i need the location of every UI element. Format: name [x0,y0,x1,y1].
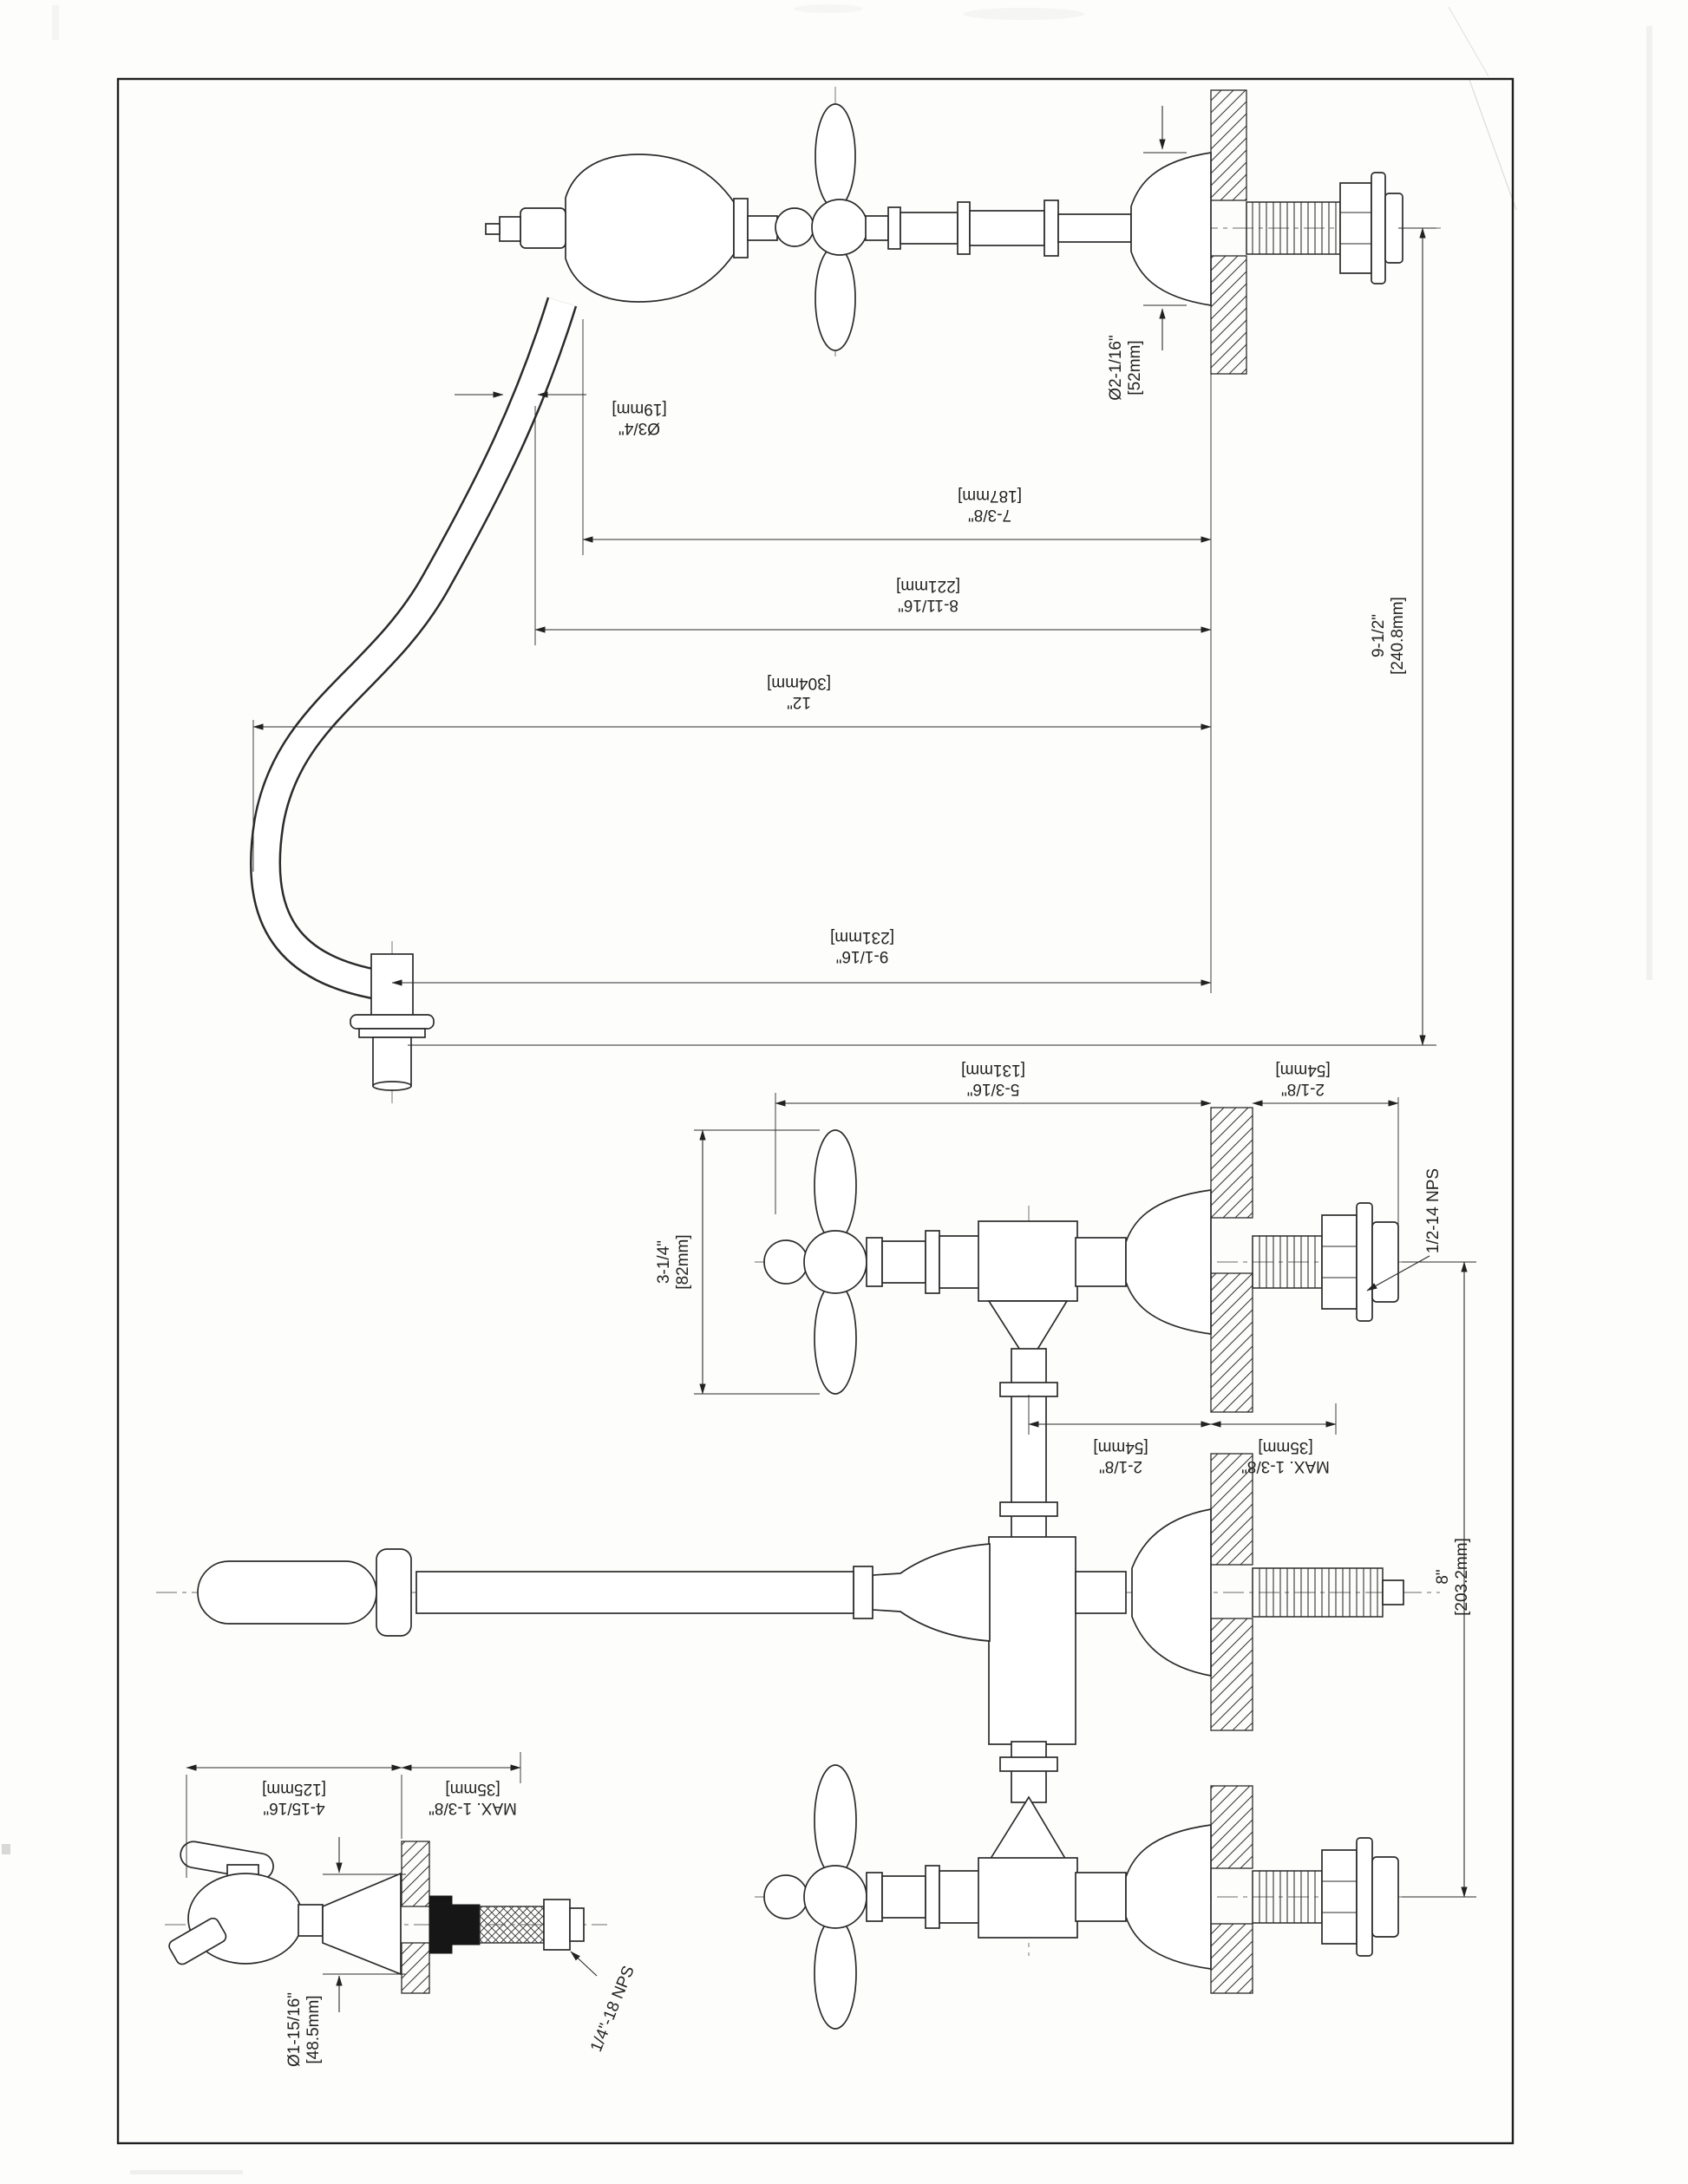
dim-spread: 8" [203.2mm] [1434,1261,1471,1898]
gooseneck-spout [250,297,578,1091]
cross-handle-side [775,103,868,351]
dim-handle-width-mm: [82mm] [674,1234,692,1289]
dim-flange-diameter-in: Ø2-1/16" [1107,335,1125,400]
dim-spray-length: 4-15/16" [125mm] [186,1764,402,1817]
dim-wall-to-outlet-mm: [231mm] [830,928,894,946]
dim-max-wall-plan: MAX. 1-3/8" [35mm] [1210,1421,1337,1475]
spray-hose [479,1906,545,1944]
dim-wall-to-bridge-in: 2-1/8" [1099,1457,1142,1475]
dim-spray-length-mm: [125mm] [262,1780,326,1798]
border-frame [116,77,1515,2145]
scan-artifacts [2,4,1652,2174]
dim-wall-to-handle-in: 5-3/16" [967,1080,1020,1098]
dim-wall-to-spout-mm: [187mm] [958,487,1022,505]
spray-nozzle [168,1917,227,1965]
valve-body-side [865,152,1212,306]
dim-flange-diameter: Ø2-1/16" [52mm] [1107,106,1166,401]
dim-max-wall-plan-mm: [35mm] [1258,1438,1312,1456]
dim-max-wall-spray-in: MAX. 1-3/8" [429,1799,517,1817]
threaded-shank-side [1246,172,1403,284]
dim-shank-length: 2-1/8" [54mm] [1252,1061,1399,1107]
thread-callout-shank: 1/2-14 NPS [1366,1168,1443,1291]
dim-spout-diameter-mm: [19mm] [612,400,666,418]
dim-wall-to-spout-outer: 8-11/16" [221mm] [534,577,1212,633]
spray-valve [168,1841,402,1976]
dim-max-wall-spray-mm: [35mm] [445,1780,500,1798]
dim-handle-width: 3-1/4" [82mm] [655,1129,706,1395]
cold-tee-body [978,1857,1078,1939]
spray-escutcheon [322,1872,402,1976]
supply-arm-plan [1075,1507,1404,1677]
dim-wall-to-outlet-in: 9-1/16" [836,947,889,965]
dim-drop: 9-1/2" [240.8mm] [1370,227,1426,1046]
dim-wall-to-bridge-mm: [54mm] [1093,1438,1148,1456]
dim-reach-mm: [304mm] [767,674,831,692]
dim-max-wall-plan-in: MAX. 1-3/8" [1241,1457,1330,1475]
spout-body [485,154,778,303]
wall-escutcheon-side [1130,152,1212,306]
wall-section-spray [401,1841,430,1994]
dim-handle-width-in: 3-1/4" [655,1240,673,1284]
dim-flange-diameter-mm: [52mm] [1126,340,1144,395]
dim-shank-length-in: 2-1/8" [1281,1080,1325,1098]
thread-callout-spray: 1/4"-18 NPS [570,1951,638,2055]
dims-side-view: Ø3/4" [19mm] Ø2-1/16" [52mm] 7-3/8" [187… [252,106,1436,1046]
dim-wall-to-spout-outer-mm: [221mm] [896,577,960,595]
dim-spread-in: 8" [1434,1569,1452,1584]
side-view: Ø3/4" [19mm] Ø2-1/16" [52mm] 7-3/8" [187… [250,87,1444,1103]
cross-handle-hot [803,1230,867,1294]
dim-spray-length-in: 4-15/16" [263,1799,324,1817]
dim-wall-to-bridge: 2-1/8" [54mm] [1028,1421,1212,1475]
hot-valve-assembly [763,1129,1399,1395]
wall-section-side [1210,89,1247,375]
bridge-and-body [987,1348,1076,1862]
spray-hex-fitting [543,1899,571,1951]
spray-detail-view: 4-15/16" [125mm] MAX. 1-3/8" [35mm] Ø1-1… [165,1752,638,2067]
dim-wall-to-handle: 5-3/16" [131mm] [775,1061,1212,1107]
dim-reach: 12" [304mm] [252,674,1212,730]
cold-escutcheon [1125,1824,1212,1970]
spout-outlet [370,953,414,1019]
dim-wall-to-spout-outer-in: 8-11/16" [898,596,958,614]
spout-tip-plan [197,1560,377,1625]
spray-mounting [429,1895,585,1954]
central-body [988,1536,1076,1745]
dims-plan-view: 3-1/4" [82mm] 5-3/16" [131mm] 2-1/8" [54… [655,1061,1476,1898]
hot-escutcheon [1125,1189,1212,1335]
dim-spread-mm: [203.2mm] [1453,1538,1471,1616]
dim-wall-to-outlet: 9-1/16" [231mm] [391,928,1212,986]
dim-spray-flange-diameter: Ø1-15/16" [48.5mm] [285,1837,343,2067]
dim-spray-flange-diameter-in: Ø1-15/16" [285,1992,304,2067]
dim-drop-mm: [240.8mm] [1389,597,1407,675]
thread-callout-shank-label: 1/2-14 NPS [1424,1168,1443,1253]
dim-spout-diameter-in: Ø3/4" [618,419,660,437]
dim-max-wall-spray: MAX. 1-3/8" [35mm] [401,1764,521,1817]
dim-reach-in: 12" [787,693,811,711]
dim-wall-to-handle-mm: [131mm] [961,1061,1025,1079]
dim-drop-in: 9-1/2" [1370,614,1388,657]
cold-valve-assembly [763,1764,1399,2030]
cross-handle-cold [803,1865,867,1929]
hot-tee-body [978,1220,1078,1302]
supply-escutcheon [1131,1507,1212,1677]
dim-spray-flange-diameter-mm: [48.5mm] [304,1995,323,2063]
wall-section-plan [1210,1107,1253,1994]
dim-spout-diameter: Ø3/4" [19mm] [455,391,667,437]
thread-callout-spray-label: 1/4"-18 NPS [587,1964,638,2055]
spout-plan [197,1543,991,1642]
plan-view: 3-1/4" [82mm] 5-3/16" [131mm] 2-1/8" [54… [156,1061,1476,2030]
dim-shank-length-mm: [54mm] [1275,1061,1330,1079]
dim-wall-to-spout: 7-3/8" [187mm] [582,487,1212,543]
dim-wall-to-spout-in: 7-3/8" [968,506,1011,524]
